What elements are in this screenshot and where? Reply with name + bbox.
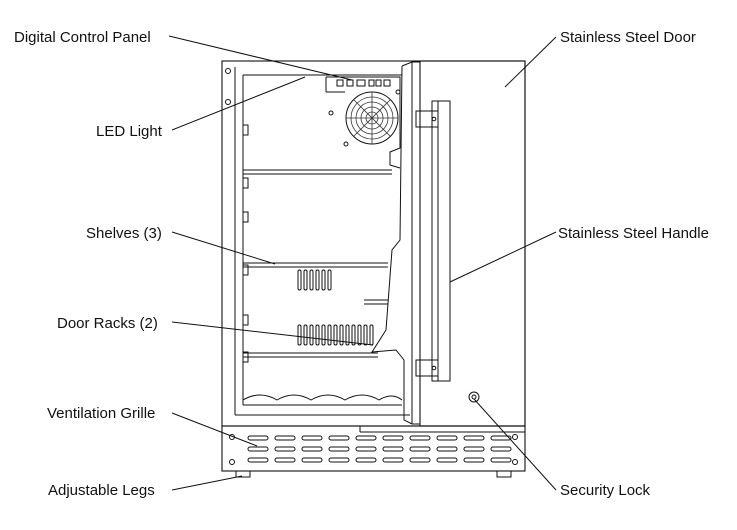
grille-slot (409, 446, 431, 452)
grille-slot (274, 435, 296, 441)
label-digital-control-panel: Digital Control Panel (14, 29, 151, 46)
grille-slot (247, 435, 269, 441)
grille-slot (382, 435, 404, 441)
stainless-steel-door (419, 60, 526, 427)
fan-icon (328, 89, 401, 147)
label-ventilation-grille: Ventilation Grille (47, 405, 155, 422)
adjustable-leg-right (496, 470, 512, 478)
grille-slot (301, 435, 323, 441)
grille-slot (355, 446, 377, 452)
grille-slot (463, 457, 485, 463)
grille-slot (490, 435, 512, 441)
grille-slot (436, 457, 458, 463)
label-stainless-steel-door: Stainless Steel Door (560, 29, 696, 46)
grille-slot (436, 435, 458, 441)
grille-slot (328, 435, 350, 441)
door-rack-upper (297, 269, 332, 291)
grille-slot (355, 435, 377, 441)
grille-slot (247, 457, 269, 463)
label-stainless-steel-handle: Stainless Steel Handle (558, 225, 709, 242)
adjustable-leg-left (235, 470, 251, 478)
door-rack-lower (297, 324, 374, 346)
grille-slot (355, 457, 377, 463)
label-led-light: LED Light (96, 123, 163, 140)
label-shelves: Shelves (3) (86, 225, 162, 242)
grille-slot (328, 446, 350, 452)
label-door-racks: Door Racks (2) (57, 315, 158, 332)
grille-slot (409, 435, 431, 441)
grille-slot (463, 446, 485, 452)
lock-icon (468, 391, 480, 403)
control-buttons (336, 79, 391, 87)
grille-slot (274, 457, 296, 463)
door-handle (415, 100, 451, 382)
ventilation-grille (247, 435, 512, 463)
grille-slot (436, 446, 458, 452)
shelves (242, 169, 403, 401)
grille-slot (463, 435, 485, 441)
grille-slot (301, 446, 323, 452)
grille-slot (409, 457, 431, 463)
door-edge (371, 61, 421, 425)
grille-slot (247, 446, 269, 452)
label-adjustable-legs: Adjustable Legs (48, 482, 155, 499)
leader-lines (168, 35, 557, 491)
grille-slot (328, 457, 350, 463)
grille-slot (382, 446, 404, 452)
grille-slot (301, 457, 323, 463)
grille-slot (382, 457, 404, 463)
cabinet (221, 60, 526, 427)
label-security-lock: Security Lock (560, 482, 651, 499)
grille-slot (490, 446, 512, 452)
base-plinth (221, 425, 526, 472)
grille-slot (274, 446, 296, 452)
grille-slot (490, 457, 512, 463)
control-panel (325, 76, 401, 169)
interior-liner (242, 74, 402, 406)
